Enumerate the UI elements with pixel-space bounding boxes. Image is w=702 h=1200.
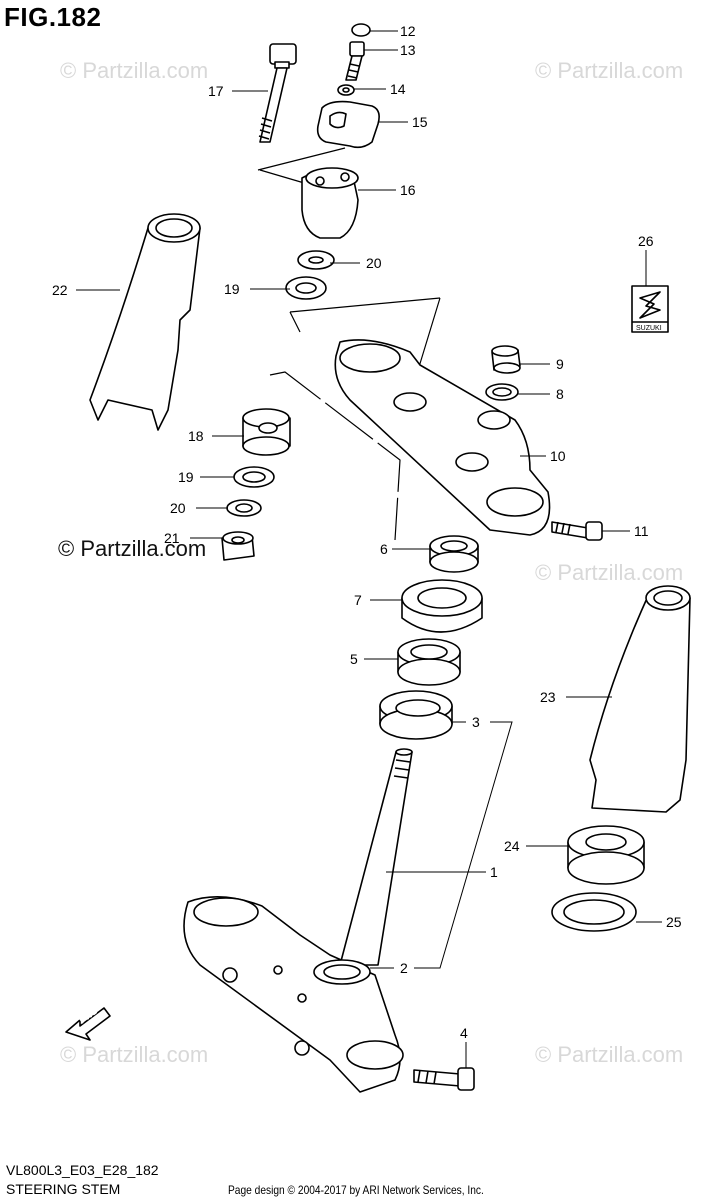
callout-17: 17 [208,83,224,99]
part-7-dust-seal [401,579,483,633]
callout-2: 2 [400,960,408,976]
copyright-notice: Page design © 2004-2017 by ARI Network S… [228,1183,484,1197]
watermark-mid-right: © Partzilla.com [535,560,683,585]
part-4-bolt [413,1067,475,1091]
callout-26: 26 [638,233,654,249]
callout-9: 9 [556,356,564,372]
callout-20-upper: 20 [366,255,382,271]
callout-24: 24 [504,838,520,854]
part-9-cap-nut [491,345,521,374]
part-11-bolt [551,521,603,541]
part-13-screw [345,41,365,81]
page-name: STEERING STEM [6,1181,121,1197]
callout-14: 14 [390,81,406,97]
watermark-top-left: © Partzilla.com [60,58,208,83]
callout-16: 16 [400,182,416,198]
callout-8: 8 [556,386,564,402]
part-8-washer [485,383,519,401]
part-14-nut [337,84,355,96]
part-6-nut [429,535,479,573]
callout-15: 15 [412,114,428,130]
faint-watermarks: © Partzilla.com © Partzilla.com © Partzi… [60,58,683,1067]
part-10-upper-bracket [334,339,551,536]
callout-19-lower: 19 [178,469,194,485]
part-21-nut [221,531,255,561]
callout-1: 1 [490,864,498,880]
callout-23: 23 [540,689,556,705]
lower-bracket [183,896,404,1093]
callout-7: 7 [354,592,362,608]
part-19-washer-upper [285,276,327,300]
part-20-washer-upper [297,250,335,270]
emblem-text: SUZUKI [636,325,662,332]
callout-13: 13 [400,42,416,58]
part-16-holder-lower [301,167,359,239]
part-15-holder-upper [316,100,380,149]
part-19-washer-lower [233,466,275,488]
part-18-bushing [242,408,291,456]
callout-4: 4 [460,1025,468,1041]
callout-12: 12 [400,23,416,39]
part-3-bearing [379,690,453,740]
callout-18: 18 [188,428,204,444]
part-17-bolt [258,43,297,143]
part-20-washer-lower [226,499,262,517]
part-23-fork-cover-right [589,585,691,813]
fwd-arrow [65,1007,111,1041]
callout-19-upper: 19 [224,281,240,297]
callout-6: 6 [380,541,388,557]
callout-21: 21 [164,530,180,546]
figure-title: FIG.182 [4,2,102,32]
watermark-main: © Partzilla.com [58,536,207,561]
part-1-steering-stem [339,748,413,966]
part-2-seal [313,959,371,985]
model-code: VL800L3_E03_E28_182 [6,1162,159,1178]
callout-3: 3 [472,714,480,730]
part-12-cap [351,23,371,37]
callout-labels: 12 13 14 15 16 17 20 19 22 26 9 8 10 11 … [52,23,682,1041]
callout-20-lower: 20 [170,500,186,516]
part-22-fork-cover-left [89,213,201,431]
callout-22: 22 [52,282,68,298]
part-26-emblem [631,285,669,333]
part-5-bearing [397,638,461,686]
watermark-top-right: © Partzilla.com [535,58,683,83]
watermark-bottom-left: © Partzilla.com [60,1042,208,1067]
part-25-washer [551,892,637,932]
callout-10: 10 [550,448,566,464]
watermark-bottom-right: © Partzilla.com [535,1042,683,1067]
part-24-nut [567,825,645,885]
callout-11: 11 [634,523,649,539]
callout-5: 5 [350,651,358,667]
callout-25: 25 [666,914,682,930]
leader-lines [76,30,662,1068]
